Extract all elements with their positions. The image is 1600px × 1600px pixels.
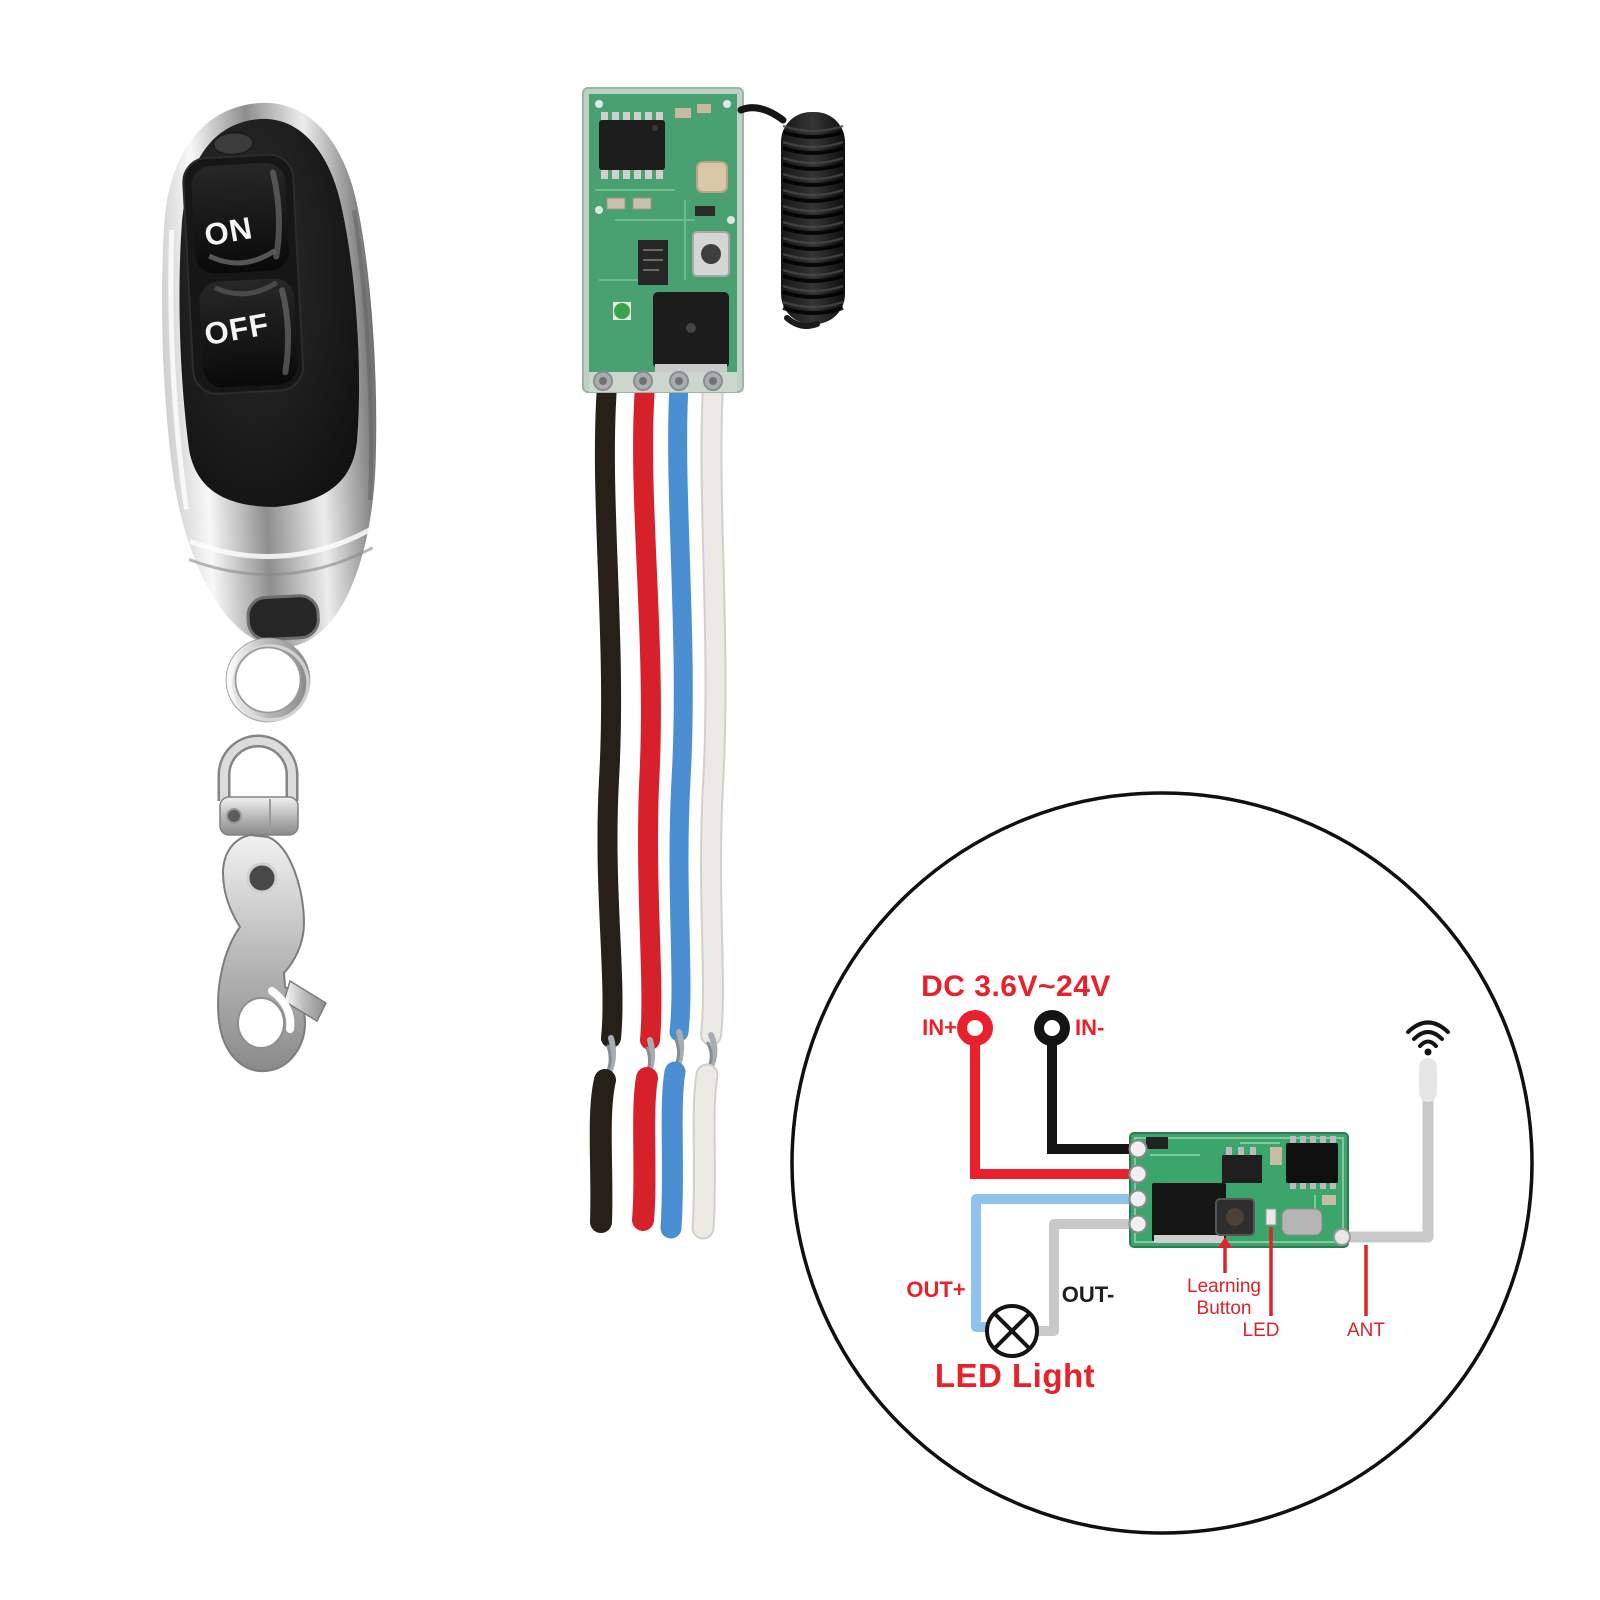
clasp-hook-opening bbox=[237, 997, 285, 1049]
diagram-board-pads bbox=[1128, 1139, 1351, 1246]
on-button-label: ON bbox=[202, 210, 256, 253]
mosfet bbox=[653, 292, 729, 378]
in-minus-label: IN- bbox=[1075, 1015, 1105, 1040]
chrome-highlight-left bbox=[168, 229, 189, 510]
on-button-edge-light bbox=[269, 169, 282, 260]
wire-white-tail bbox=[693, 1065, 717, 1238]
regulator-sot bbox=[638, 240, 668, 285]
clasp-rivet-hole bbox=[246, 862, 278, 894]
chrome-shadow-right bbox=[351, 210, 374, 500]
receiver-board bbox=[582, 87, 744, 393]
in-minus-terminal bbox=[1034, 1010, 1070, 1046]
chrome-seam-light bbox=[189, 527, 371, 560]
diagram-wire-black bbox=[1047, 1041, 1136, 1154]
receiver-ic-chip bbox=[599, 112, 665, 179]
callout-pointers bbox=[1218, 1227, 1368, 1316]
receiver-photo bbox=[582, 87, 845, 1240]
solder-edge bbox=[589, 372, 737, 392]
wire-black-tail bbox=[589, 1069, 616, 1233]
clasp-screw-head bbox=[226, 808, 242, 824]
smd-dark bbox=[695, 206, 715, 216]
learning-button-photo bbox=[692, 231, 730, 277]
off-button-gloss bbox=[213, 280, 279, 297]
learning-button-label: Learning Button bbox=[1187, 1276, 1261, 1320]
diagram-led-component bbox=[1265, 1208, 1277, 1226]
diagram-board bbox=[1128, 1132, 1351, 1248]
antenna-tip bbox=[1419, 1058, 1437, 1102]
in-plus-label: IN+ bbox=[922, 1015, 957, 1040]
diagram-ic bbox=[1286, 1136, 1338, 1189]
ant-label: ANT bbox=[1347, 1320, 1385, 1341]
smd-resistor-2 bbox=[632, 197, 652, 210]
off-button-edge-light bbox=[279, 287, 292, 376]
wire-red bbox=[633, 376, 662, 1050]
in-plus-terminal bbox=[957, 1010, 993, 1046]
diagram-crystal bbox=[1281, 1208, 1323, 1236]
wire-blue-tail bbox=[660, 1061, 686, 1239]
smd-resistor bbox=[606, 197, 626, 210]
learning-button-arrow bbox=[1218, 1237, 1232, 1248]
remote-photo: ON OFF bbox=[162, 102, 377, 1073]
led-lamp-icon bbox=[985, 1304, 1039, 1358]
out-plus-label: OUT+ bbox=[906, 1277, 966, 1302]
antenna-wire bbox=[1336, 1091, 1434, 1243]
antenna-coil bbox=[737, 104, 845, 329]
keyring-slot bbox=[246, 594, 320, 642]
board-pads bbox=[593, 371, 723, 391]
clasp-bail bbox=[220, 737, 296, 801]
receiver-wires-upper bbox=[594, 375, 727, 1050]
on-button bbox=[191, 162, 289, 274]
diagram-learning-button bbox=[1215, 1198, 1255, 1236]
wire-black bbox=[594, 376, 623, 1048]
diagram-mosfet bbox=[1152, 1183, 1226, 1241]
remote-body: ON OFF bbox=[162, 102, 377, 648]
diagram-wire-red bbox=[970, 1041, 1136, 1179]
indicator-led bbox=[212, 131, 255, 156]
wiring-diagram bbox=[790, 791, 1534, 1535]
led-label: LED bbox=[1242, 1320, 1280, 1341]
diagram-diode bbox=[1146, 1137, 1168, 1149]
diagram-wire-gray bbox=[1036, 1219, 1136, 1336]
off-button bbox=[199, 278, 298, 388]
keyring bbox=[225, 637, 311, 723]
on-button-gloss bbox=[208, 248, 277, 266]
chrome-seam-dark bbox=[188, 546, 374, 577]
diagram-regulator bbox=[1222, 1155, 1262, 1183]
wire-red-tail bbox=[632, 1067, 658, 1231]
wire-white bbox=[702, 377, 725, 1044]
wifi-icon bbox=[1406, 1020, 1450, 1056]
clasp-gate-gap bbox=[268, 987, 295, 1033]
power-voltage-label: DC 3.6V~24V bbox=[921, 970, 1111, 1003]
swivel-lobster-clasp bbox=[217, 734, 327, 1073]
saw-filter bbox=[696, 161, 728, 193]
clasp-trigger bbox=[283, 979, 327, 1023]
out-minus-label: OUT- bbox=[1061, 1282, 1115, 1307]
smd-capacitor bbox=[675, 108, 691, 118]
led-light-label: LED Light bbox=[934, 1357, 1096, 1394]
diagram-wire-blue bbox=[971, 1194, 1136, 1332]
wire-blue bbox=[668, 376, 693, 1042]
receiver-led bbox=[614, 303, 630, 319]
pcb-traces bbox=[595, 189, 695, 281]
receiver-wires-lower bbox=[589, 1061, 719, 1240]
smd-capacitor-2 bbox=[697, 104, 711, 113]
